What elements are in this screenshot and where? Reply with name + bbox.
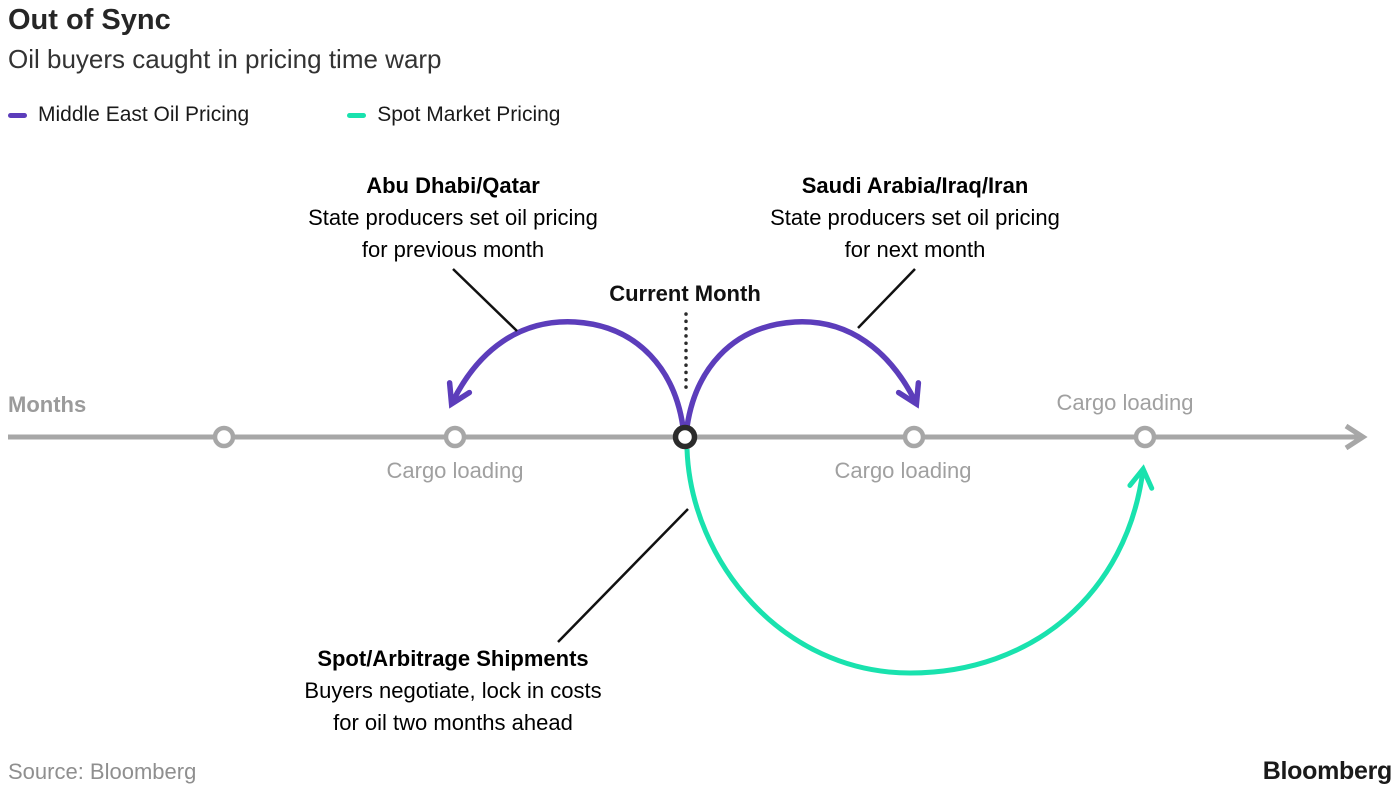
annotation-spot: Spot/Arbitrage Shipments Buyers negotiat… bbox=[233, 643, 673, 739]
spot-shipment-arc bbox=[684, 448, 1155, 676]
month-node-5-cargo-loading bbox=[1133, 425, 1157, 449]
previous-month-pricing-arc bbox=[446, 319, 686, 428]
month-node-4-cargo-loading bbox=[902, 425, 926, 449]
abu-dhabi-callout-line bbox=[452, 268, 518, 332]
legend-label-middle-east: Middle East Oil Pricing bbox=[38, 103, 250, 126]
page-subtitle: Oil buyers caught in pricing time warp bbox=[8, 44, 442, 74]
month-node-2-cargo-loading bbox=[443, 425, 467, 449]
annotation-saudi-title: Saudi Arabia/Iraq/Iran bbox=[801, 173, 1029, 198]
annotation-saudi-line1: State producers set oil pricing bbox=[770, 205, 1060, 230]
legend-label-spot-market: Spot Market Pricing bbox=[377, 103, 561, 126]
months-axis-label: Months bbox=[8, 392, 87, 417]
saudi-callout-line bbox=[857, 268, 916, 329]
current-month-node bbox=[672, 424, 698, 450]
cargo-loading-label-1: Cargo loading bbox=[386, 458, 524, 483]
legend-item-middle-east: Middle East Oil Pricing bbox=[8, 103, 249, 127]
legend-swatch-teal-icon bbox=[347, 112, 367, 118]
bloomberg-logo: Bloomberg bbox=[1262, 757, 1393, 785]
annotation-saudi-line2: for next month bbox=[844, 237, 986, 262]
annotation-spot-title: Spot/Arbitrage Shipments bbox=[317, 646, 589, 671]
page-title: Out of Sync bbox=[8, 4, 171, 36]
month-node-1 bbox=[212, 425, 236, 449]
annotation-spot-line1: Buyers negotiate, lock in costs bbox=[304, 678, 602, 703]
annotation-saudi: Saudi Arabia/Iraq/Iran State producers s… bbox=[695, 170, 1135, 266]
annotation-abu-dhabi-line1: State producers set oil pricing bbox=[308, 205, 598, 230]
current-month-label: Current Month bbox=[609, 281, 761, 306]
legend-swatch-purple-icon bbox=[8, 112, 27, 118]
annotation-abu-dhabi-title: Abu Dhabi/Qatar bbox=[366, 173, 540, 198]
spot-callout-line bbox=[557, 508, 689, 643]
cargo-loading-label-2: Cargo loading bbox=[834, 458, 972, 483]
source-label: Source: Bloomberg bbox=[8, 759, 197, 784]
annotation-abu-dhabi: Abu Dhabi/Qatar State producers set oil … bbox=[233, 170, 673, 266]
annotation-abu-dhabi-line2: for previous month bbox=[361, 237, 545, 262]
legend-item-spot-market: Spot Market Pricing bbox=[347, 103, 561, 127]
legend: Middle East Oil Pricing Spot Market Pric… bbox=[8, 103, 561, 127]
annotation-spot-line2: for oil two months ahead bbox=[333, 710, 573, 735]
cargo-loading-label-3: Cargo loading bbox=[1056, 390, 1194, 415]
next-month-pricing-arc bbox=[684, 319, 922, 428]
